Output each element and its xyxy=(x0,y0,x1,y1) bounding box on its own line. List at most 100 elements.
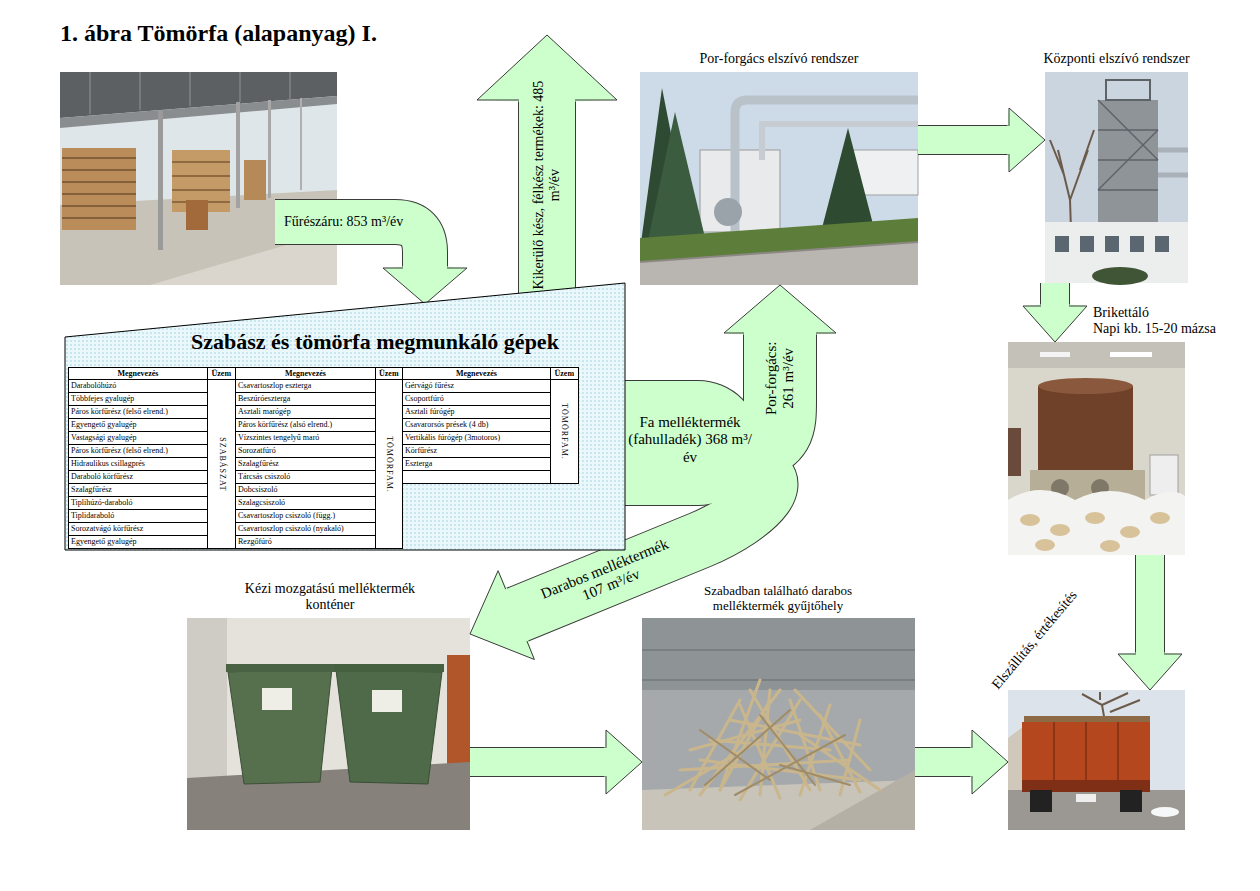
table-cell: Gérvágó fűrész xyxy=(402,379,551,393)
machine-name: Rezgőfúró xyxy=(238,536,272,547)
panel-title: Szabász és tömörfa megmunkáló gépek xyxy=(191,329,559,354)
flow-arrow-outline xyxy=(915,747,972,777)
machine-name: Vízszintes tengelyű maró xyxy=(238,432,319,443)
machine-name: Többfejes gyalugép xyxy=(71,393,134,404)
machine-name: Csoportfúró xyxy=(405,393,444,404)
arrow-head xyxy=(724,285,836,335)
lumber-shed-photo xyxy=(62,217,136,219)
machine-name: Tiplihúzó-daraboló xyxy=(71,497,132,508)
lumber-shed-photo xyxy=(186,200,208,230)
lumber-shed-photo xyxy=(236,102,240,208)
briquetting-photo xyxy=(1120,526,1140,538)
central-extraction-photo xyxy=(1055,236,1069,252)
collection-point-photo xyxy=(642,690,915,790)
flow-arrow xyxy=(915,748,972,776)
truck-photo xyxy=(1008,690,1185,830)
collection-point-photo xyxy=(642,618,915,830)
table-cell: Páros körfűrész (felső elrend.) xyxy=(68,444,208,458)
briquetting-photo xyxy=(1038,378,1133,394)
photo-panel: Szabadban található darabos melléktermék… xyxy=(642,618,915,830)
table-cell: Dobcsiszoló xyxy=(235,483,376,497)
collection-point-photo xyxy=(705,710,790,785)
dust-extraction-photo xyxy=(640,72,918,285)
table-cell: Szalagfűrész xyxy=(68,483,208,497)
briquetting-photo xyxy=(1150,455,1178,495)
table-cell: Csavartoszlop eszterga xyxy=(235,379,376,393)
machine-name: Egyengető gyalugép xyxy=(71,419,137,430)
arrow-head-outline xyxy=(972,730,1008,794)
briquetting-photo xyxy=(1008,490,1185,555)
central-extraction-photo xyxy=(1045,72,1188,285)
flow-arrow-outline xyxy=(1135,555,1165,654)
flow-quantity: Por-forgács: 261 m³/év xyxy=(763,333,798,423)
plant-name: TÖMÖRFAM. xyxy=(383,436,394,493)
table-cell: TÖMÖRFAM. xyxy=(375,379,403,549)
arrow-bodies xyxy=(470,140,1150,762)
input-flow-arrow xyxy=(383,267,467,305)
container-photo xyxy=(447,655,470,765)
collection-point-photo xyxy=(665,680,880,800)
table-cell: Tárcsás csiszoló xyxy=(235,470,376,484)
lumber-shed-photo xyxy=(189,72,191,106)
machine-name: Csavartoszlop csiszoló (függ.) xyxy=(238,510,335,521)
lumber-shed-photo xyxy=(62,157,136,159)
container-photo xyxy=(187,618,470,830)
node-heading: Por-forgács elszívó rendszer xyxy=(640,51,918,67)
lumber-shed-photo xyxy=(60,72,337,285)
table-header: Üzem xyxy=(555,368,575,379)
collection-point-photo xyxy=(700,710,850,795)
central-extraction-photo xyxy=(1098,100,1158,222)
collection-point-photo xyxy=(642,650,915,680)
container-photo xyxy=(336,670,442,784)
machine-name: Vertikális fúrógép (3motoros) xyxy=(405,432,500,443)
truck-photo xyxy=(1008,790,1185,830)
container-photo xyxy=(226,664,334,672)
table-cell: Csoportfúró xyxy=(402,392,551,406)
table-cell: Egyengető gyalugép xyxy=(68,418,208,432)
table-header: Megnevezés xyxy=(456,368,497,379)
machine-name: Darabolóhúzó xyxy=(71,380,116,391)
container-photo xyxy=(187,618,470,830)
lumber-shed-photo xyxy=(172,162,230,202)
lumber-shed-photo xyxy=(158,110,163,250)
briquetting-photo xyxy=(1008,342,1185,555)
lumber-shed-photo xyxy=(90,72,290,114)
central-extraction-photo xyxy=(1045,72,1188,283)
truck-photo xyxy=(1053,722,1055,780)
table-header: Megnevezés xyxy=(285,368,326,379)
central-extraction-photo xyxy=(1055,236,1169,252)
table-cell: Asztali fúrógép xyxy=(402,405,551,419)
flow-arrow-outline xyxy=(1040,283,1070,306)
lumber-shed-photo xyxy=(239,72,241,102)
dust-extraction-photo xyxy=(735,100,918,232)
table-cell: Rezgőfúró xyxy=(235,535,376,549)
machine-name: Tiplidaraboló xyxy=(71,510,114,521)
central-extraction-photo xyxy=(1105,236,1119,252)
lumber-shed-photo xyxy=(172,175,230,177)
lumber-shed-photo xyxy=(62,148,136,230)
machine-name: Daraboló körfűrész xyxy=(71,471,133,482)
flow-arrow xyxy=(1136,555,1164,654)
truck-photo xyxy=(1022,722,1150,792)
central-extraction-photo xyxy=(1080,236,1094,252)
machine-name: Csavartoszlop csiszoló (nyakaló) xyxy=(238,523,344,534)
lumber-shed-photo xyxy=(172,161,230,163)
input-flow-arrow xyxy=(275,222,467,304)
dust-extraction-photo xyxy=(700,150,780,232)
machine-name: Eszterga xyxy=(405,458,432,469)
arrow-head xyxy=(1118,653,1182,691)
arrow-head-outline xyxy=(606,730,642,794)
table-cell xyxy=(402,470,551,484)
machine-name: Sorozatfúró xyxy=(238,445,276,456)
machine-name: Csavarorsós prések (4 db) xyxy=(405,419,488,430)
table-cell: Többfejes gyalugép xyxy=(68,392,208,406)
table-cell: Csavartoszlop csiszoló (függ.) xyxy=(235,509,376,523)
flow-quantity: Fűrészáru: 853 m³/év xyxy=(284,214,403,230)
lumber-shed-photo xyxy=(62,181,136,183)
briquetting-photo xyxy=(1150,512,1170,524)
collection-point-photo xyxy=(740,700,800,800)
briquetting-photo xyxy=(1008,428,1021,476)
plant-name: SZABÁSZAT xyxy=(216,437,227,491)
input-flow-arrow xyxy=(383,268,467,304)
central-extraction-photo xyxy=(1092,267,1148,285)
